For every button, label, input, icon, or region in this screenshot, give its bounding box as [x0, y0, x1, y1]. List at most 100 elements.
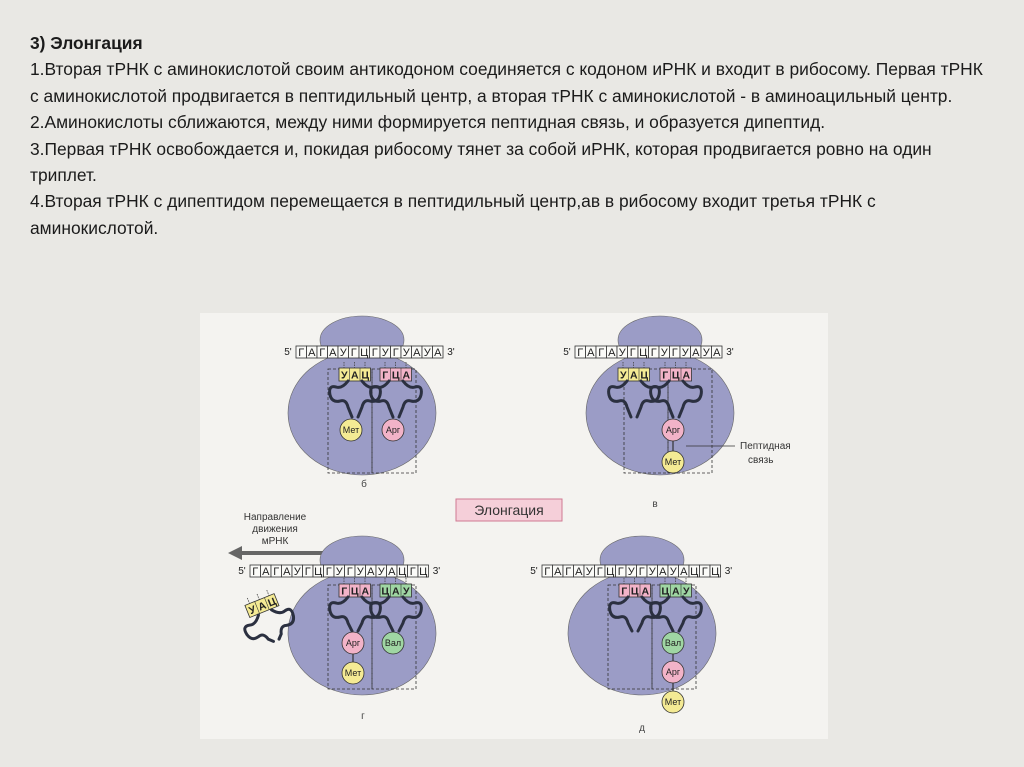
direction-arrow-icon [228, 546, 330, 560]
mrna-3-end-label: 3' [433, 566, 441, 577]
mrna-nucleotide: Г [252, 566, 258, 578]
elongation-label: Элонгация [474, 502, 543, 518]
panel-label-d: д [639, 723, 645, 734]
mrna-nucleotide: Г [393, 347, 399, 359]
amino-acid-label: Арг [666, 425, 681, 435]
mrna-nucleotide: Ц [711, 566, 719, 578]
ribosome [288, 316, 436, 475]
slide-text: 3) Элонгация 1.Вторая тРНК с аминокислот… [30, 30, 990, 241]
step-3-text: 3.Первая тРНК освобождается и, покидая р… [30, 136, 990, 189]
bond-tick [247, 598, 249, 604]
peptide-bond-label: Пептидная [740, 441, 791, 452]
mrna-nucleotide: У [424, 347, 432, 359]
amino-acid-label: Мет [665, 457, 681, 467]
mrna-nucleotide: У [649, 566, 657, 578]
mrna-3-end-label: 3' [725, 566, 733, 577]
mrna-nucleotide: У [382, 347, 390, 359]
mrna-nucleotide: Ц [639, 347, 647, 359]
mrna-nucleotide: Г [347, 566, 353, 578]
mrna-5-end-label: 5' [530, 566, 538, 577]
mrna-nucleotide: Ц [398, 566, 406, 578]
direction-label: Направление [244, 512, 307, 523]
mrna-nucleotide: У [336, 566, 344, 578]
mrna-nucleotide: А [554, 566, 562, 578]
amino-acid-val: Вал [382, 632, 404, 654]
mrna-nucleotide: У [661, 347, 669, 359]
mrna-nucleotide: А [262, 566, 270, 578]
anticodon-letter: Г [621, 586, 627, 598]
anticodon-letter: У [341, 370, 348, 382]
mrna-nucleotide: Г [639, 566, 645, 578]
amino-acid-met: Мет [662, 451, 684, 473]
mrna-nucleotide: А [413, 347, 421, 359]
mrna-nucleotide: Г [618, 566, 624, 578]
mrna-nucleotide: Ц [606, 566, 614, 578]
mrna-nucleotide: Г [351, 347, 357, 359]
trna-anticodon: ЦАУ [380, 578, 412, 598]
anticodon-letter: У [683, 586, 690, 598]
panel-label-g: г [361, 711, 365, 722]
mrna-nucleotide: А [283, 566, 291, 578]
mrna-nucleotide: У [378, 566, 386, 578]
mrna-nucleotide: А [575, 566, 583, 578]
step-1-text: 1.Вторая тРНК с аминокислотой своим анти… [30, 56, 990, 109]
mrna-nucleotide: У [294, 566, 302, 578]
mrna-3-end-label: 3' [447, 347, 455, 358]
mrna-5-end-label: 5' [284, 347, 292, 358]
step-4-text: 4.Вторая тРНК с дипептидом перемещается … [30, 188, 990, 241]
mrna-nucleotide: Г [298, 347, 304, 359]
mrna-nucleotide: Г [577, 347, 583, 359]
center-label: Элонгация [456, 499, 562, 521]
mrna-nucleotide: А [692, 347, 700, 359]
anticodon-letter: У [620, 370, 627, 382]
mrna-nucleotide: А [329, 347, 337, 359]
mrna-strand: 5'ГАГАУГЦГУГУАУАЦГЦ3' [530, 565, 732, 578]
anticodon-letter: Г [341, 586, 347, 598]
anticodon-letter: А [392, 586, 400, 598]
amino-acid-label: Вал [385, 638, 401, 648]
direction-label: мРНК [262, 536, 289, 547]
anticodon-letter: Г [382, 370, 388, 382]
mrna-strand: 5'ГАГАУГЦГУГУАУАЦГЦ3' [238, 565, 440, 578]
mrna-nucleotide: Ц [419, 566, 427, 578]
amino-acid-label: Арг [386, 425, 401, 435]
anticodon-letter: Ц [381, 586, 389, 598]
bond-tick [257, 594, 259, 600]
mrna-nucleotide: Г [597, 566, 603, 578]
mrna-nucleotide: А [713, 347, 721, 359]
amino-acid-val: Вал [662, 632, 684, 654]
mrna-nucleotide: А [388, 566, 396, 578]
anticodon-letter: Ц [351, 586, 359, 598]
mrna-5-end-label: 5' [563, 347, 571, 358]
mrna-nucleotide: Г [410, 566, 416, 578]
elongation-diagram: 5'ГАГАУГЦГУГУАУА3'УАЦГЦАМетАргб5'ГАГАУГЦ… [200, 313, 828, 739]
panel-label-b: б [361, 478, 367, 490]
mrna-nucleotide: У [670, 566, 678, 578]
amino-acid-arg: Арг [662, 419, 684, 441]
mrna-nucleotide: Ц [690, 566, 698, 578]
mrna-nucleotide: У [403, 347, 411, 359]
amino-acid-label: Мет [665, 697, 681, 707]
amino-acid-arg: Арг [342, 632, 364, 654]
mrna-nucleotide: Г [651, 347, 657, 359]
mrna-5-end-label: 5' [238, 566, 246, 577]
mrna-nucleotide: Г [702, 566, 708, 578]
amino-acid-met: Мет [662, 691, 684, 713]
mrna-nucleotide: Г [672, 347, 678, 359]
mrna-nucleotide: Г [565, 566, 571, 578]
ribosome [568, 536, 716, 695]
mrna-nucleotide: А [587, 347, 595, 359]
anticodon-letter: Ц [661, 586, 669, 598]
mrna-nucleotide: Ц [360, 347, 368, 359]
mrna-nucleotide: Г [319, 347, 325, 359]
mrna-nucleotide: А [434, 347, 442, 359]
mrna-nucleotide: У [628, 566, 636, 578]
mrna-nucleotide: Г [273, 566, 279, 578]
